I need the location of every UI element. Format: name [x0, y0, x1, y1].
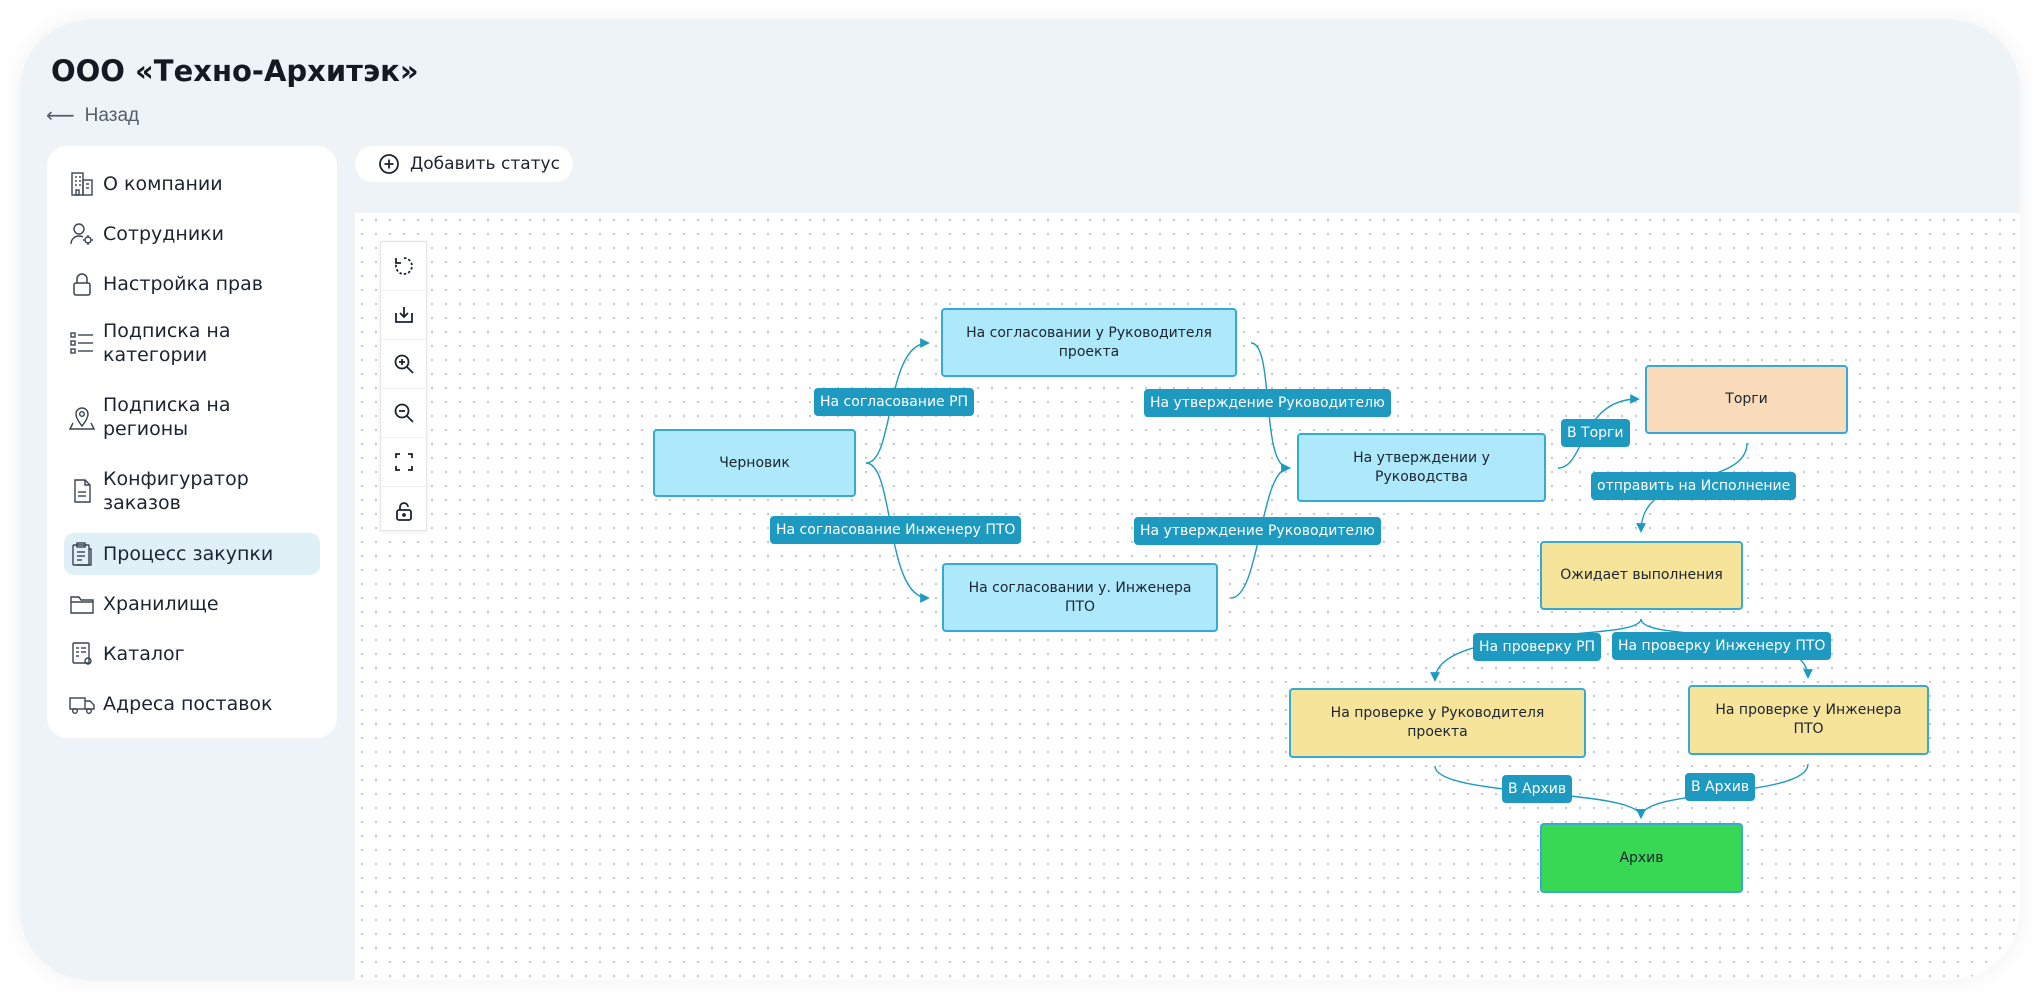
clipboard-icon [69, 541, 95, 567]
sidebar-item-label: Сотрудники [103, 223, 224, 245]
sidebar-item-delivery-addresses[interactable]: Адреса поставок [64, 686, 320, 722]
zoom-in-icon [394, 354, 414, 374]
edge-label[interactable]: На утверждение Руководителю [1144, 389, 1391, 417]
sidebar-item-company[interactable]: О компании [64, 166, 320, 202]
edge-label[interactable]: На согласование РП [814, 388, 975, 416]
sidebar-item-categories[interactable]: Подписка на категории [64, 316, 320, 370]
company-title: ООО «Техно-Архитэк» [51, 54, 419, 88]
lock-toggle-button[interactable] [381, 487, 426, 535]
status-node-rp-approval[interactable]: На согласовании у Руководителя проекта [941, 308, 1237, 377]
zoom-out-button[interactable] [381, 389, 426, 438]
sidebar-item-storage[interactable]: Хранилище [64, 586, 320, 622]
edge-label[interactable]: В Архив [1685, 773, 1756, 801]
status-node-archive[interactable]: Архив [1540, 823, 1743, 893]
status-node-pto-check[interactable]: На проверке у Инженера ПТО [1688, 685, 1929, 755]
sidebar-item-procurement[interactable]: Процесс закупки [64, 533, 320, 575]
reset-icon [394, 257, 413, 275]
sidebar-item-label: Адреса поставок [103, 693, 273, 715]
reset-button[interactable] [381, 242, 426, 291]
edge-label[interactable]: На проверку Инженеру ПТО [1612, 632, 1832, 660]
sidebar: О компании Сотрудники Настройка прав Под… [47, 146, 337, 738]
edge-label[interactable]: В Архив [1502, 775, 1573, 803]
status-node-draft[interactable]: Черновик [653, 429, 856, 497]
list-icon [69, 330, 95, 356]
app-window: ООО «Техно-Архитэк» ⟵ Назад О компании С… [20, 20, 2020, 980]
flow-canvas[interactable]: Черновик На согласовании у Руководителя … [355, 213, 2020, 980]
map-pin-icon [69, 404, 95, 430]
sidebar-item-order-config[interactable]: Конфигуратор заказов [64, 464, 320, 518]
sidebar-item-label: Процесс закупки [103, 543, 274, 565]
status-node-mgmt-approval[interactable]: На утверждении у Руководства [1297, 433, 1546, 502]
sidebar-item-label: Подписка на категории [103, 320, 231, 366]
status-node-pto-approval[interactable]: На согласовании у. Инженера ПТО [942, 563, 1218, 632]
sidebar-item-label: Подписка на регионы [103, 394, 231, 440]
truck-icon [69, 691, 95, 717]
sidebar-item-label: Конфигуратор заказов [103, 468, 249, 514]
status-node-awaiting[interactable]: Ожидает выполнения [1540, 541, 1743, 610]
add-status-button[interactable]: Добавить статус [355, 146, 573, 182]
building-icon [69, 171, 95, 197]
edge-label[interactable]: На согласование Инженеру ПТО [770, 516, 1022, 544]
back-link[interactable]: ⟵ Назад [46, 103, 139, 128]
sidebar-item-regions[interactable]: Подписка на регионы [64, 390, 320, 444]
sidebar-item-employees[interactable]: Сотрудники [64, 216, 320, 252]
zoom-out-icon [394, 403, 414, 423]
fit-view-button[interactable] [381, 438, 426, 487]
sidebar-item-label: Настройка прав [103, 273, 263, 295]
plus-circle-icon [379, 154, 399, 174]
sidebar-item-catalog[interactable]: Каталог [64, 636, 320, 672]
download-icon [394, 307, 413, 323]
sidebar-item-label: Хранилище [103, 593, 219, 615]
edge-label[interactable]: На утверждение Руководителю [1134, 517, 1381, 545]
add-status-label: Добавить статус [410, 154, 560, 174]
status-node-tender[interactable]: Торги [1645, 365, 1848, 434]
catalog-icon [69, 641, 95, 667]
sidebar-item-label: Каталог [103, 643, 185, 665]
status-node-rp-check[interactable]: На проверке у Руководителя проекта [1289, 688, 1586, 758]
sidebar-item-permissions[interactable]: Настройка прав [64, 266, 320, 302]
unlock-icon [395, 502, 412, 521]
edge-label[interactable]: На проверку РП [1473, 633, 1602, 661]
fit-view-icon [394, 453, 413, 471]
user-settings-icon [69, 221, 95, 247]
canvas-controls [380, 241, 427, 531]
lock-icon [69, 271, 95, 297]
arrow-left-icon: ⟵ [46, 105, 75, 127]
back-label: Назад [84, 104, 140, 126]
zoom-in-button[interactable] [381, 340, 426, 389]
download-button[interactable] [381, 291, 426, 340]
sidebar-item-label: О компании [103, 173, 223, 195]
document-icon [69, 478, 95, 504]
edge-label[interactable]: отправить на Исполнение [1591, 472, 1797, 500]
edge-label[interactable]: В Торги [1561, 419, 1630, 447]
folder-icon [69, 591, 95, 617]
